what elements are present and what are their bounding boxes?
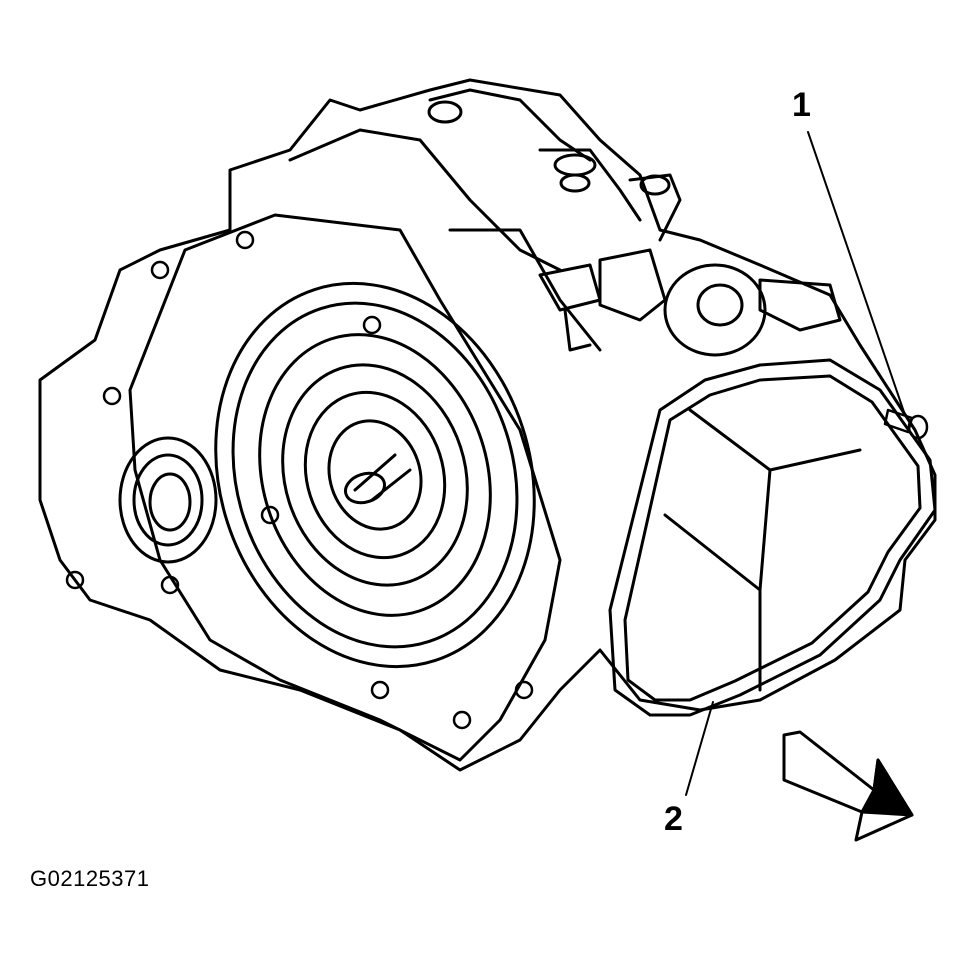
callout-2: 2 (664, 800, 683, 838)
flange-bolt-holes (65, 230, 534, 730)
leader-line-2 (685, 701, 714, 796)
transmission-case-outline (38, 78, 937, 772)
cover-bolt (883, 408, 929, 440)
electrical-connectors (538, 248, 842, 357)
figure-id: G02125371 (30, 866, 150, 891)
torque-converter (214, 281, 536, 669)
arrow-icon (782, 730, 914, 842)
leader-line-1 (807, 131, 906, 416)
axle-seal (118, 436, 218, 564)
callout-1: 1 (792, 86, 811, 124)
upper-housing (288, 88, 682, 352)
side-cover (608, 358, 937, 717)
bell-housing-flange (128, 213, 562, 762)
